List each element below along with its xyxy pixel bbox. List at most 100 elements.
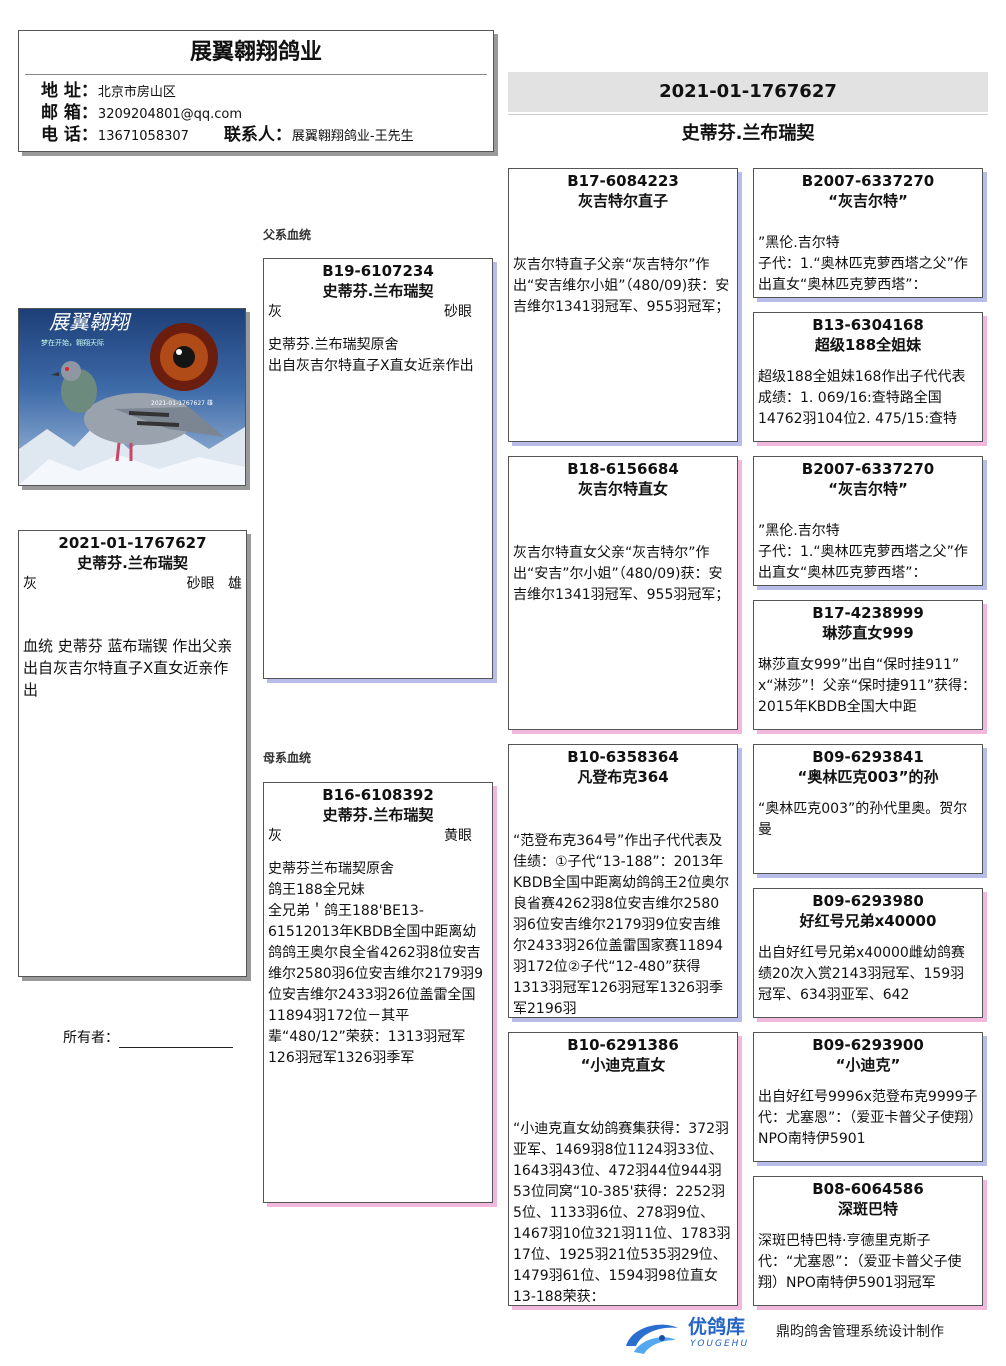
gen4-name: 超级188全姐妹: [754, 335, 982, 355]
subject-desc: 血统 史蒂芬 蓝布瑞锲 作出父亲出自灰吉尔特直子X直女近亲作出: [19, 635, 246, 701]
gen3-card: B10-6291386 “小迪克直女 “小迪克直女幼鸽赛集获得：372羽亚军、1…: [508, 1032, 738, 1306]
gen4-desc: 出自好红号兄弟x40000雌幼鸽赛绩20次入赏2143羽冠军、159羽冠军、63…: [754, 943, 982, 1006]
subject-eye: 砂眼: [187, 576, 215, 592]
gen4-name: “小迪克”: [754, 1055, 982, 1075]
gen3-name: 灰吉尔特直女: [509, 479, 737, 499]
owner-label: 所有者：: [63, 1030, 119, 1046]
footer: 优鸽库 YOUGEHU 鼎昀鸽舍管理系统设计制作: [620, 1312, 1000, 1360]
gen3-desc: “范登布克364号”作出子代代表及佳绩：①子代“13-188”：2013年KBD…: [509, 831, 737, 1018]
gen3-card: B18-6156684 灰吉尔特直女 灰吉尔特直女父亲“灰吉特尔”作出“安吉”尔…: [508, 456, 738, 730]
gen3-ring: B10-6358364: [509, 747, 737, 767]
subject-ring: 2021-01-1767627: [19, 533, 246, 553]
sire-desc: 史蒂芬.兰布瑞契原舍 出自灰吉尔特直子X直女近亲作出: [264, 335, 492, 377]
owner-row: 所有者：: [63, 1028, 233, 1048]
sire-card: B19-6107234 史蒂芬.兰布瑞契 灰 砂眼 史蒂芬.兰布瑞契原舍 出自灰…: [263, 258, 493, 679]
contact-value: 展翼翱翔鸽业-王先生: [292, 129, 414, 144]
gen4-desc: 琳莎直女999”出自“保时挂911” x“淋莎”！父亲“保时捷911”获得：20…: [754, 655, 982, 718]
gen4-ring: B09-6293900: [754, 1035, 982, 1055]
gen4-card: B09-6293841 “奥林匹克003”的孙 “奥林匹克003”的孙代里奥。贺…: [753, 744, 983, 874]
sire-ring: B19-6107234: [264, 261, 492, 281]
footer-credit: 鼎昀鸽舍管理系统设计制作: [776, 1322, 944, 1342]
dam-eye: 黄眼: [444, 825, 472, 847]
contact-label: 联系人：: [224, 125, 292, 145]
gen4-name: 琳莎直女999: [754, 623, 982, 643]
top-name: 史蒂芬.兰布瑞契: [508, 120, 988, 148]
gen3-desc: 灰吉尔特直子父亲“灰吉特尔”作出“安吉维尔小姐”（480/09)获：安吉维尔13…: [509, 255, 737, 318]
gen4-card: B13-6304168 超级188全姐妹 超级188全姐妹168作出子代代表成绩…: [753, 312, 983, 442]
gen4-desc: “奥林匹克003”的孙代里奥。贺尔曼: [754, 799, 982, 841]
gen3-name: “小迪克直女: [509, 1055, 737, 1075]
top-ring: 2021-01-1767627: [508, 72, 988, 112]
subject-attrs: 灰 砂眼 雄: [19, 573, 246, 595]
gen3-ring: B10-6291386: [509, 1035, 737, 1055]
gen4-card: B2007-6337270 “灰吉尔特” ”黑伦.吉尔特 子代：1.“奥林匹克萝…: [753, 456, 983, 586]
photo-brand: 展翼翱翔: [49, 310, 132, 334]
subject-card: 2021-01-1767627 史蒂芬.兰布瑞契 灰 砂眼 雄 血统 史蒂芬 蓝…: [18, 530, 247, 977]
logo-swirl-icon: [622, 1316, 682, 1356]
gen4-ring: B17-4238999: [754, 603, 982, 623]
dam-attrs: 灰 黄眼: [264, 825, 492, 847]
logo-cn: 优鸽库: [688, 1316, 745, 1338]
logo-en: YOUGEHU: [690, 1339, 749, 1349]
dam-group-label: 母系血统: [263, 749, 311, 766]
gen4-card: B17-4238999 琳莎直女999 琳莎直女999”出自“保时挂911” x…: [753, 600, 983, 730]
sire-eye: 砂眼: [444, 301, 472, 323]
gen4-card: B08-6064586 深斑巴特 深斑巴特巴特·亨德里克斯子代：“尤塞恩”：（爱…: [753, 1176, 983, 1306]
photo-slogan: 梦在开始，翱翔天际: [41, 338, 104, 347]
sire-color: 灰: [268, 301, 282, 323]
email-row: 邮 箱：3209204801@qq.com: [41, 103, 493, 125]
top-banner-rule: [508, 114, 988, 115]
gen4-name: “灰吉尔特”: [754, 479, 982, 499]
photo-caption: 2021-01-1767627 雄: [151, 399, 213, 407]
gen4-ring: B09-6293841: [754, 747, 982, 767]
address-label: 地 址：: [41, 81, 98, 101]
sire-group-label: 父系血统: [263, 226, 311, 243]
gen4-desc: 出自好红号9996x范登布克9999子代：尤塞恩”：（爱亚卡普父子使翔）NPO南…: [754, 1087, 982, 1150]
sire-name: 史蒂芬.兰布瑞契: [264, 281, 492, 301]
gen3-name: 凡登布克364: [509, 767, 737, 787]
gen4-card: B2007-6337270 “灰吉尔特” ”黑伦.吉尔特 子代：1.“奥林匹克萝…: [753, 168, 983, 298]
pigeon-photo: 展翼翱翔 梦在开始，翱翔天际 2021-01-1767627 雄: [18, 308, 246, 486]
gen4-desc: ”黑伦.吉尔特 子代：1.“奥林匹克萝西塔之父”作出直女“奥林匹克萝西塔”：: [754, 233, 982, 296]
sire-attrs: 灰 砂眼: [264, 301, 492, 323]
gen4-ring: B09-6293980: [754, 891, 982, 911]
dam-color: 灰: [268, 825, 282, 847]
header-box: 展翼翱翔鸽业 地 址：北京市房山区 邮 箱：3209204801@qq.com …: [18, 30, 494, 152]
gen3-ring: B17-6084223: [509, 171, 737, 191]
email-label: 邮 箱：: [41, 103, 98, 123]
gen4-desc: ”黑伦.吉尔特 子代：1.“奥林匹克萝西塔之父”作出直女“奥林匹克萝西塔”：: [754, 521, 982, 584]
gen4-name: “灰吉尔特”: [754, 191, 982, 211]
gen4-ring: B08-6064586: [754, 1179, 982, 1199]
email-value: 3209204801@qq.com: [98, 107, 242, 122]
dam-desc: 史蒂芬兰布瑞契原舍 鸽王188全兄妹 全兄弟＇鸽王188'BE13-615120…: [264, 859, 492, 1069]
phone-label: 电 话：: [41, 125, 98, 145]
gen3-desc: 灰吉尔特直女父亲“灰吉特尔”作出“安吉”尔小姐”（480/09)获：安吉维尔13…: [509, 543, 737, 606]
address-row: 地 址：北京市房山区: [41, 81, 493, 103]
gen4-desc: 超级188全姐妹168作出子代代表成绩：1. 069/16:查特路全国14762…: [754, 367, 982, 430]
top-ring-banner: 2021-01-1767627: [508, 70, 988, 112]
company-name: 展翼翱翔鸽业: [19, 33, 493, 73]
gen4-card: B09-6293900 “小迪克” 出自好红号9996x范登布克9999子代：尤…: [753, 1032, 983, 1162]
gen3-card: B17-6084223 灰吉特尔直子 灰吉尔特直子父亲“灰吉特尔”作出“安吉维尔…: [508, 168, 738, 442]
gen4-name: “奥林匹克003”的孙: [754, 767, 982, 787]
dam-name: 史蒂芬.兰布瑞契: [264, 805, 492, 825]
gen4-ring: B2007-6337270: [754, 171, 982, 191]
dam-card: B16-6108392 史蒂芬.兰布瑞契 灰 黄眼 史蒂芬兰布瑞契原舍 鸽王18…: [263, 782, 493, 1203]
gen4-ring: B13-6304168: [754, 315, 982, 335]
subject-color: 灰: [23, 573, 37, 595]
dam-ring: B16-6108392: [264, 785, 492, 805]
phone-value: 13671058307: [98, 126, 224, 147]
gen4-name: 深斑巴特: [754, 1199, 982, 1219]
gen4-card: B09-6293980 好红号兄弟x40000 出自好红号兄弟x40000雌幼鸽…: [753, 888, 983, 1018]
photo-art: 展翼翱翔 梦在开始，翱翔天际 2021-01-1767627 雄: [19, 309, 245, 485]
gen3-desc: “小迪克直女幼鸽赛集获得：372羽亚军、1469羽8位1124羽33位、1643…: [509, 1119, 737, 1306]
gen4-desc: 深斑巴特巴特·亨德里克斯子代：“尤塞恩”：（爱亚卡普父子使翔）NPO南特伊590…: [754, 1231, 982, 1294]
address-value: 北京市房山区: [98, 85, 176, 100]
gen3-ring: B18-6156684: [509, 459, 737, 479]
gen3-card: B10-6358364 凡登布克364 “范登布克364号”作出子代代表及佳绩：…: [508, 744, 738, 1018]
subject-name: 史蒂芬.兰布瑞契: [19, 553, 246, 573]
subject-sex: 雄: [228, 576, 242, 592]
gen3-name: 灰吉特尔直子: [509, 191, 737, 211]
gen4-name: 好红号兄弟x40000: [754, 911, 982, 931]
